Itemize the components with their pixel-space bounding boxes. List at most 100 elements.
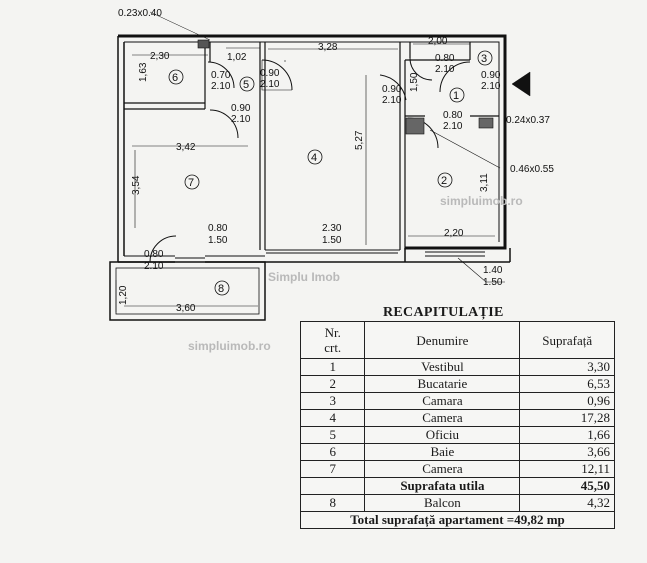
dim-camara-width: 2,00	[428, 36, 448, 47]
door-arc-balcony	[149, 235, 177, 263]
header-name: Denumire	[364, 321, 521, 359]
dim-door-balc-h: 2.10	[144, 261, 164, 272]
table-cell: 4,32	[519, 494, 615, 512]
shaft-kitchen	[405, 117, 425, 135]
dim-bath-height: 1,63	[138, 62, 149, 82]
dim-win-kit-h: 1.50	[483, 277, 503, 288]
room-circle-4	[307, 149, 323, 165]
table-cell: 5	[299, 426, 366, 444]
dim-door-camara-w: 0.80	[435, 53, 455, 64]
table-cell: Bucatarie	[364, 375, 521, 393]
dim-shaft-bath: 0.23x0.40	[118, 8, 162, 19]
dim-oficiu-width: 1,02	[227, 52, 247, 63]
dim-vest-v: 1,50	[409, 72, 420, 92]
shaft-vest	[478, 117, 494, 129]
door-arc-camara	[409, 57, 433, 81]
room-number-8: 8	[218, 283, 224, 295]
table-cell: 1,66	[519, 426, 615, 444]
table-cell: 1	[299, 358, 366, 376]
table-cell: 6	[299, 443, 366, 461]
door-arc-bath	[207, 61, 235, 89]
dim-door-bath-h: 2.10	[211, 81, 231, 92]
recap-title: RECAPITULAȚIE	[383, 305, 504, 320]
room-circle-7	[184, 174, 200, 190]
room-circle-3	[477, 50, 493, 66]
total-area: Total suprafață apartament =49,82 mp	[300, 511, 615, 529]
dim-win-bed-w: 0.80	[208, 223, 228, 234]
dim-door-bath-w: 0.70	[211, 70, 231, 81]
dim-kit-width: 2,20	[444, 228, 464, 239]
room-number-3: 3	[481, 53, 487, 65]
table-cell: 2	[299, 375, 366, 393]
dim-win-bed-h: 1.50	[208, 235, 228, 246]
room-circle-8	[214, 280, 230, 296]
wall-bath-right	[204, 42, 211, 109]
dim-living-width: 3,28	[318, 42, 338, 53]
dim-bed-width: 3,42	[176, 142, 196, 153]
room-circle-2	[437, 172, 453, 188]
dim-door-kit-w: 0.80	[443, 110, 463, 121]
table-cell: 12,11	[519, 460, 615, 478]
wall-bath-bedroom	[124, 102, 205, 110]
table-cell: 17,28	[519, 409, 615, 427]
table-cell: Vestibul	[364, 358, 521, 376]
table-cell: 3	[299, 392, 366, 410]
room-number-7: 7	[188, 177, 194, 189]
dim-living-height: 5,27	[354, 130, 365, 150]
table-cell: 3,66	[519, 443, 615, 461]
dim-balc-width: 3,60	[176, 303, 196, 314]
dim-win-kit-w: 1.40	[483, 265, 503, 276]
table-cell: 4	[299, 409, 366, 427]
table-cell: Baie	[364, 443, 521, 461]
dim-shaft-vest: 0.24x0.37	[506, 115, 550, 126]
dim-door-balc-w: 0.80	[144, 249, 164, 260]
dim-kit-height: 3,11	[479, 173, 490, 192]
door-arc-oficiu	[261, 59, 293, 91]
table-cell: 6,53	[519, 375, 615, 393]
dim-door-bed-h: 2.10	[231, 114, 251, 125]
outer-wall-left	[117, 36, 125, 262]
dim-balc-height: 1,20	[118, 285, 129, 305]
outer-wall	[118, 34, 507, 250]
table-cell: Suprafata utila	[364, 477, 521, 495]
dim-bath-width: 2,30	[150, 51, 170, 62]
table-cell: 0,96	[519, 392, 615, 410]
watermark-url-plan: simpluimob.ro	[440, 194, 523, 208]
table-cell: Balcon	[364, 494, 521, 512]
dim-door-oficiu-w: 0.90	[260, 68, 280, 79]
door-arc-bedroom	[209, 109, 239, 139]
room-number-2: 2	[441, 175, 447, 187]
header-nr: Nr.crt.	[299, 321, 366, 359]
room-circle-6	[168, 69, 184, 85]
room-number-5: 5	[243, 79, 249, 91]
table-cell: 3,30	[519, 358, 615, 376]
window-kitchen	[425, 251, 485, 257]
room-number-6: 6	[172, 72, 178, 84]
dim-win-living-h: 1.50	[322, 235, 342, 246]
dim-door-oficiu-h: 2.10	[260, 79, 280, 90]
dim-door-kit-h: 2.10	[443, 121, 463, 132]
table-cell: Camara	[364, 392, 521, 410]
table-cell: 45,50	[519, 477, 615, 495]
outer-wall-inner	[124, 41, 500, 242]
dim-entry-door-h: 2.10	[481, 81, 501, 92]
watermark-url-left: simpluimob.ro	[188, 339, 271, 353]
dim-bed-height: 3,54	[131, 175, 142, 195]
dim-door-vest-w: 0.90	[382, 84, 402, 95]
room-number-4: 4	[311, 152, 317, 164]
room-circle-1	[449, 87, 465, 103]
table-cell: Camera	[364, 409, 521, 427]
table-cell: Camera	[364, 460, 521, 478]
wall-vestibule	[405, 59, 499, 117]
watermark-simplu-imob: Simplu Imob	[268, 270, 340, 284]
